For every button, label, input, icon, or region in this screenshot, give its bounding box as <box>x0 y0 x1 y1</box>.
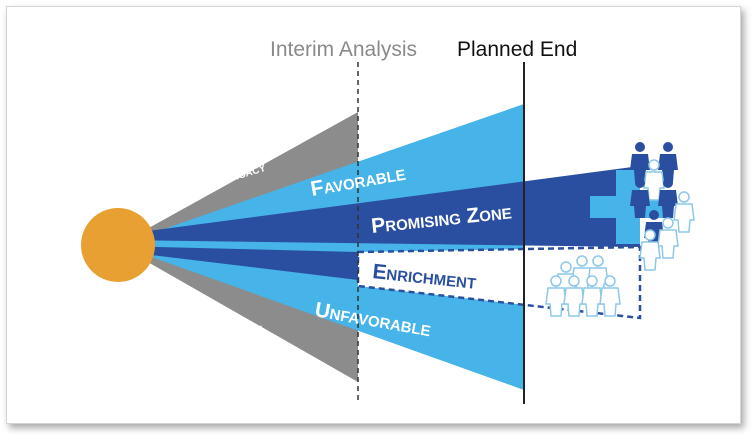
futility-wedge <box>118 245 358 382</box>
enrichment-band <box>118 246 358 280</box>
promising-zone-band <box>118 166 640 247</box>
efficacy-wedge <box>118 112 358 245</box>
light-blue-cone <box>118 104 524 390</box>
planned-end-label: Planned End <box>457 38 577 61</box>
origin-circle <box>81 208 155 282</box>
interim-analysis-label: Interim Analysis <box>270 38 417 61</box>
